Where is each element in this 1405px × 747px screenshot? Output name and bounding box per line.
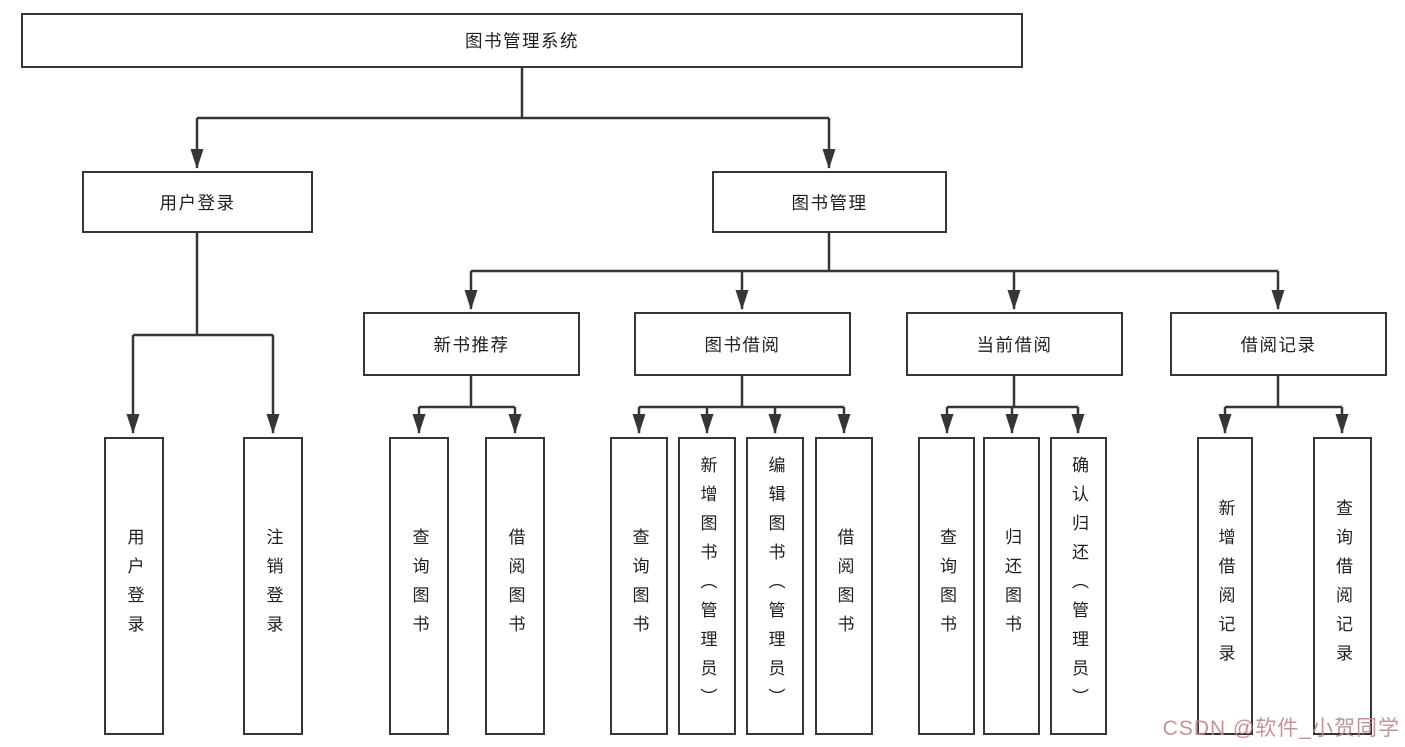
leaf-query-books-current-label: 查询图书 (937, 528, 956, 644)
leaf-return-books-label: 归还图书 (1002, 528, 1021, 644)
node-book-borrow: 图书借阅 (634, 312, 851, 376)
leaf-query-books-recommend-label: 查询图书 (409, 528, 429, 644)
node-borrow-record: 借阅记录 (1170, 312, 1387, 376)
leaf-confirm-return-admin-label: 确认归还（管理员） (1069, 455, 1088, 717)
node-borrow-record-label: 借阅记录 (1240, 334, 1317, 355)
node-user-login-label: 用户登录 (159, 192, 236, 213)
node-book-management-label: 图书管理 (791, 192, 868, 213)
csdn-watermark: CSDN @软件_小贺同学 (1162, 717, 1400, 740)
leaf-return-books: 归还图书 (983, 437, 1040, 735)
leaf-query-borrow-record-label: 查询借阅记录 (1333, 499, 1352, 673)
leaf-confirm-return-admin: 确认归还（管理员） (1050, 437, 1107, 735)
leaf-borrow-books-recommend-label: 借阅图书 (505, 528, 525, 644)
node-user-login: 用户登录 (82, 171, 313, 233)
node-book-borrow-label: 图书借阅 (704, 334, 781, 355)
leaf-edit-books-admin: 编辑图书（管理员） (746, 437, 804, 735)
leaf-edit-books-admin-label: 编辑图书（管理员） (765, 455, 785, 717)
leaf-query-books-recommend: 查询图书 (389, 437, 449, 735)
leaf-logout-label: 注销登录 (263, 528, 283, 644)
node-book-management: 图书管理 (712, 171, 947, 233)
node-new-book-recommend-label: 新书推荐 (433, 334, 510, 355)
leaf-user-login-label: 用户登录 (124, 528, 144, 644)
node-current-borrow: 当前借阅 (906, 312, 1123, 376)
leaf-user-login: 用户登录 (104, 437, 164, 735)
leaf-query-borrow-record: 查询借阅记录 (1313, 437, 1372, 735)
leaf-borrow-books: 借阅图书 (815, 437, 873, 735)
leaf-add-borrow-record-label: 新增借阅记录 (1215, 499, 1235, 673)
leaf-logout: 注销登录 (243, 437, 303, 735)
leaf-add-borrow-record: 新增借阅记录 (1197, 437, 1253, 735)
leaf-borrow-books-recommend: 借阅图书 (485, 437, 545, 735)
node-new-book-recommend: 新书推荐 (363, 312, 580, 376)
leaf-query-books-borrow: 查询图书 (610, 437, 668, 735)
leaf-borrow-books-label: 借阅图书 (834, 528, 854, 644)
node-current-borrow-label: 当前借阅 (976, 334, 1053, 355)
leaf-query-books-current: 查询图书 (918, 437, 975, 735)
leaf-add-books-admin: 新增图书（管理员） (678, 437, 736, 735)
leaf-query-books-borrow-label: 查询图书 (629, 528, 649, 644)
leaf-add-books-admin-label: 新增图书（管理员） (697, 455, 717, 717)
node-root-system: 图书管理系统 (21, 13, 1023, 68)
node-root-label: 图书管理系统 (465, 31, 579, 51)
